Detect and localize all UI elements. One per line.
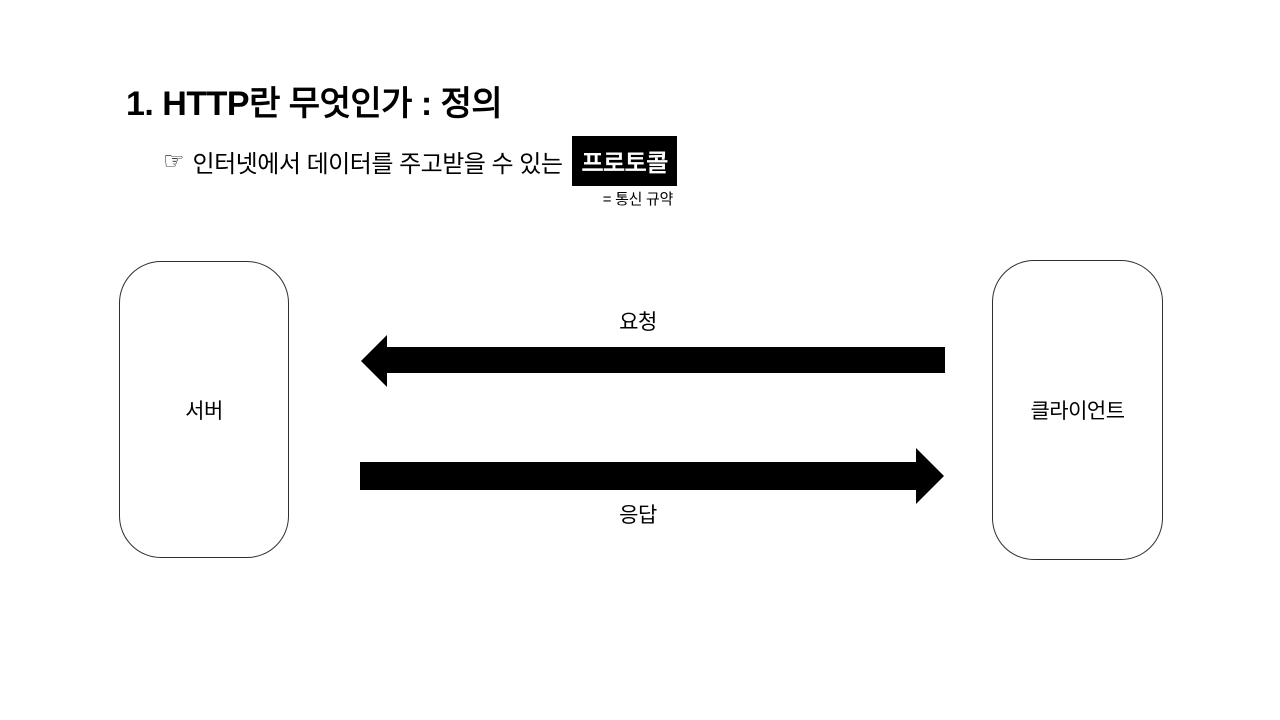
response-arrow-label: 응답 bbox=[619, 504, 657, 527]
client-node: 클라이언트 bbox=[992, 260, 1163, 560]
definition-line: ☞ 인터넷에서 데이터를 주고받을 수 있는 프로토콜 bbox=[163, 136, 677, 186]
server-label: 서버 bbox=[185, 399, 223, 423]
response-arrow-shaft bbox=[360, 462, 916, 490]
definition-text: 인터넷에서 데이터를 주고받을 수 있는 bbox=[192, 150, 563, 178]
server-node: 서버 bbox=[119, 261, 289, 558]
left-arrowhead-icon bbox=[361, 335, 387, 387]
protocol-highlight: 프로토콜 bbox=[572, 136, 677, 186]
request-arrow-shaft bbox=[387, 347, 945, 373]
right-arrowhead-icon bbox=[916, 448, 944, 504]
protocol-note: = 통신 규약 bbox=[602, 191, 674, 208]
request-arrow-label: 요청 bbox=[619, 311, 657, 334]
client-label: 클라이언트 bbox=[1030, 400, 1125, 423]
pointing-hand-icon: ☞ bbox=[163, 147, 185, 175]
page-title: 1. HTTP란 무엇인가 : 정의 bbox=[126, 85, 503, 123]
